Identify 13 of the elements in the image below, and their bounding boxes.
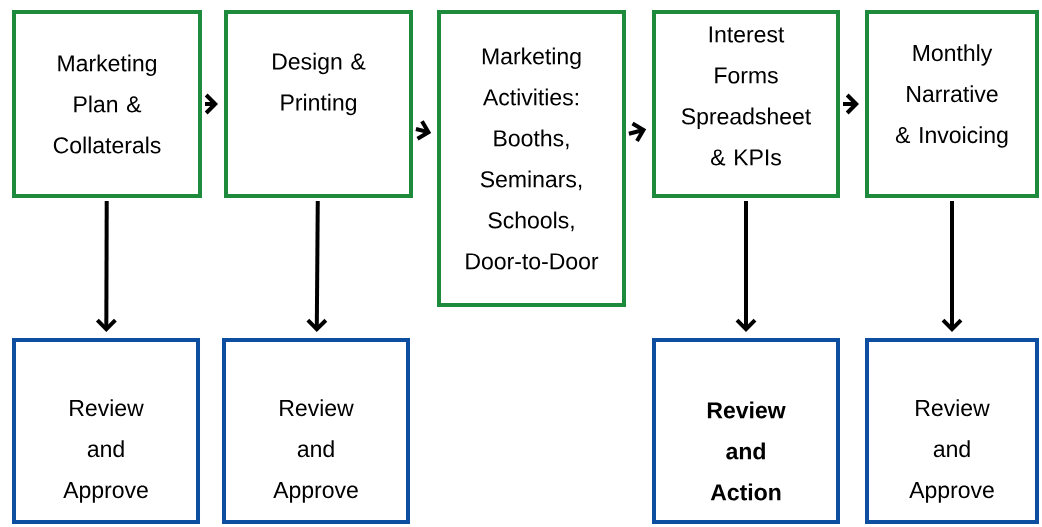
- step-box: Design & Printing: [224, 10, 413, 198]
- review-box: Review and Action: [652, 338, 840, 524]
- step-box: Marketing Plan & Collaterals: [12, 10, 202, 198]
- arrow: [735, 201, 757, 332]
- arrow: [95, 201, 117, 332]
- review-box: Review and Approve: [865, 338, 1039, 524]
- arrow: [306, 200, 328, 332]
- arrow: [941, 201, 963, 332]
- review-box: Review and Approve: [222, 338, 410, 524]
- step-box: Marketing Activities: Booths, Seminars, Schools, Door-to-Door: [437, 10, 626, 307]
- step-box: Interest Forms Spreadsheet & KPIs: [652, 10, 840, 198]
- step-box: Monthly Narrative & Invoicing: [865, 10, 1039, 198]
- review-box: Review and Approve: [12, 338, 200, 524]
